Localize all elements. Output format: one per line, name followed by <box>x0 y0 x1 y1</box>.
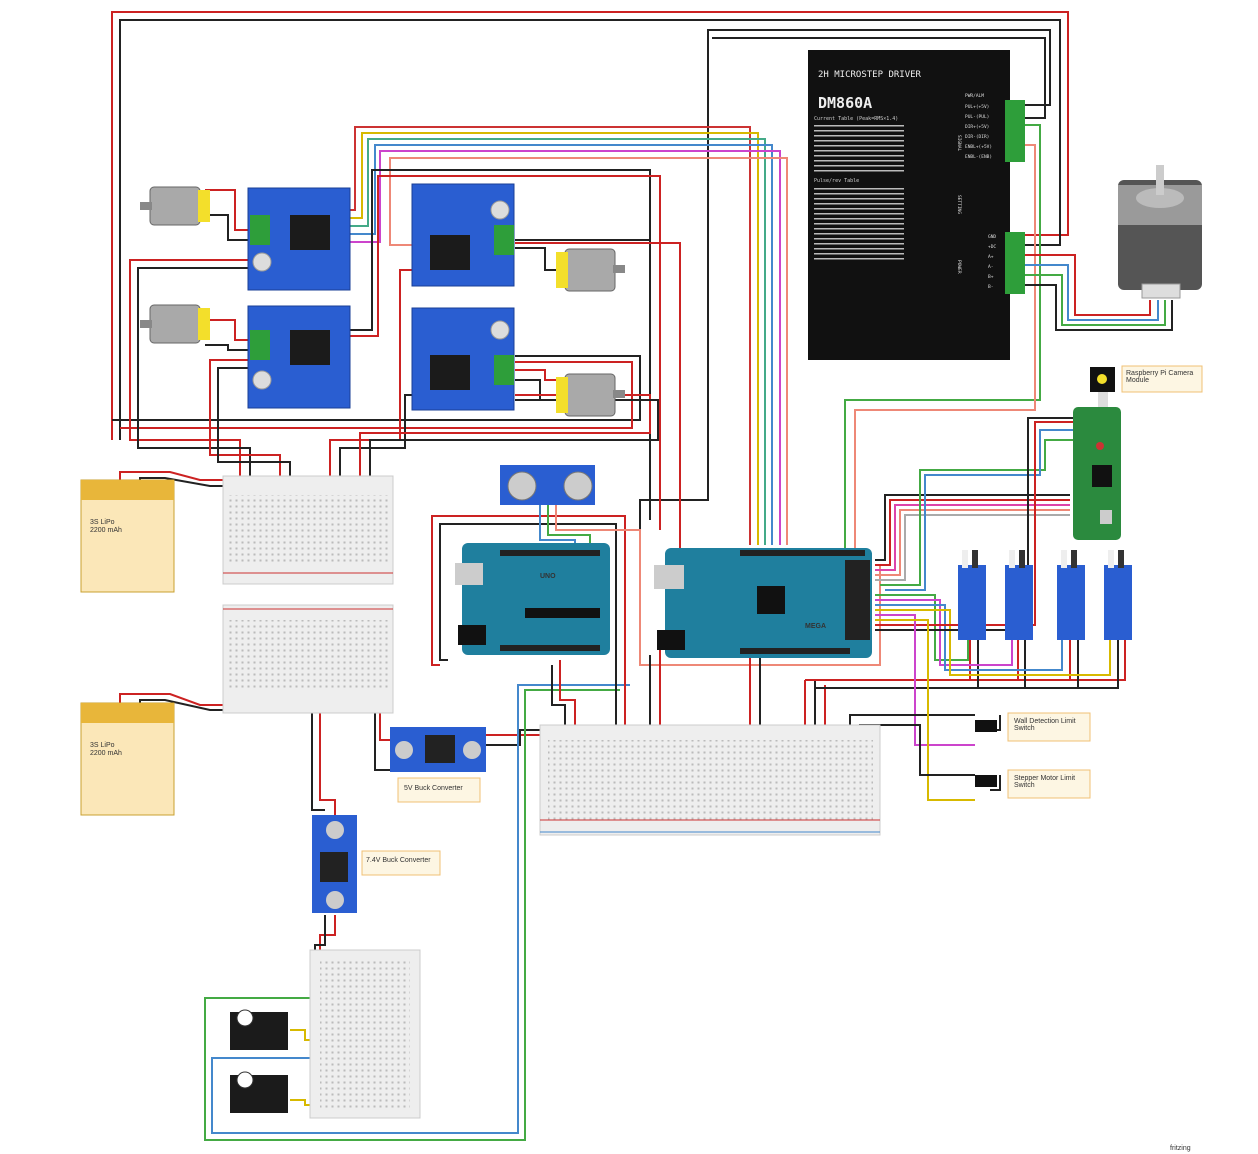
battery-1: 3S LiPo 2200 mAh <box>80 479 175 593</box>
driver-group-setting: SETTING <box>956 195 962 214</box>
wires <box>111 11 1173 1141</box>
driver-power-pin-4: B+ <box>988 274 994 280</box>
driver-power-pin-1: +DC <box>988 244 996 250</box>
battery-1-cap: 2200 mAh <box>90 527 122 534</box>
driver-power-pin-0: GND <box>988 234 996 240</box>
camera-module <box>1090 367 1115 410</box>
arduino-mega: MEGA <box>654 548 872 658</box>
breadboard-1 <box>222 475 394 585</box>
battery-2: 3S LiPo 2200 mAh <box>80 702 175 816</box>
dc-motor-3 <box>556 248 625 292</box>
ir-sensor-4 <box>1104 550 1132 640</box>
driver-power-pin-5: B- <box>988 284 993 290</box>
breadboard-2 <box>222 604 394 714</box>
arduino-uno: UNO <box>455 543 610 655</box>
ir-sensor-1 <box>958 550 986 640</box>
battery-2-cap: 2200 mAh <box>90 750 122 757</box>
servo-1 <box>230 1009 288 1050</box>
driver-group-power: POWER <box>956 260 962 274</box>
buck5v-label: 5V Buck Converter <box>404 785 463 792</box>
ir-sensor-2 <box>1005 550 1033 640</box>
stepper-driver: 2H MICROSTEP DRIVER DM860A Current Table… <box>808 50 1025 360</box>
driver-power-pin-2: A+ <box>988 254 994 260</box>
driver-pin-0: PWR/ALM <box>965 93 984 99</box>
driver-current-table-title: Current Table (Peak=RMS×1.4) <box>814 116 898 122</box>
uno-logo-text: UNO <box>540 573 556 580</box>
buck74-label: 7.4V Buck Converter <box>366 857 431 864</box>
driver-pin-1: PUL+(+5V) <box>965 104 989 110</box>
buck-5v: 5V Buck Converter <box>390 727 486 803</box>
servo-2 <box>230 1071 288 1113</box>
driver-header: 2H MICROSTEP DRIVER <box>818 70 922 80</box>
stepper-motor <box>1118 165 1202 299</box>
driver-table-lines <box>814 125 904 260</box>
driver-model: DM860A <box>818 94 872 112</box>
driver-pin-2: PUL-(PUL) <box>965 114 989 120</box>
driver-group-signal: SIGNAL <box>956 135 962 152</box>
driver-pin-3: DIR+(+5V) <box>965 124 989 130</box>
driver-pulse-table-title: Pulse/rev Table <box>814 178 859 184</box>
mega-logo-text: MEGA <box>805 623 826 630</box>
motor-driver-2 <box>247 305 351 409</box>
driver-power-pin-3: A- <box>988 264 993 270</box>
driver-pin-6: ENBL-(ENB) <box>965 154 992 160</box>
ultrasonic-sensor <box>500 465 595 505</box>
motor-driver-3 <box>411 183 515 287</box>
motor-driver-1 <box>247 187 351 291</box>
breadboard-servo <box>309 949 421 1119</box>
battery-2-label: 3S LiPo <box>90 742 115 749</box>
fritzing-watermark: fritzing <box>1170 1145 1191 1152</box>
buck-7v4: 7.4V Buck Converter <box>312 815 441 913</box>
dc-motor-2 <box>140 304 210 344</box>
dc-motor-4 <box>556 373 625 417</box>
ir-sensors <box>958 550 1132 640</box>
battery-1-label: 3S LiPo <box>90 519 115 526</box>
ir-sensor-3 <box>1057 550 1085 640</box>
driver-pin-4: DIR-(DIR) <box>965 134 989 140</box>
raspberry-pi <box>1073 407 1121 540</box>
driver-pin-5: ENBL+(+5V) <box>965 144 992 150</box>
dc-motor-1 <box>140 186 210 226</box>
breadboard-main <box>539 724 881 836</box>
motor-driver-4 <box>411 307 515 411</box>
